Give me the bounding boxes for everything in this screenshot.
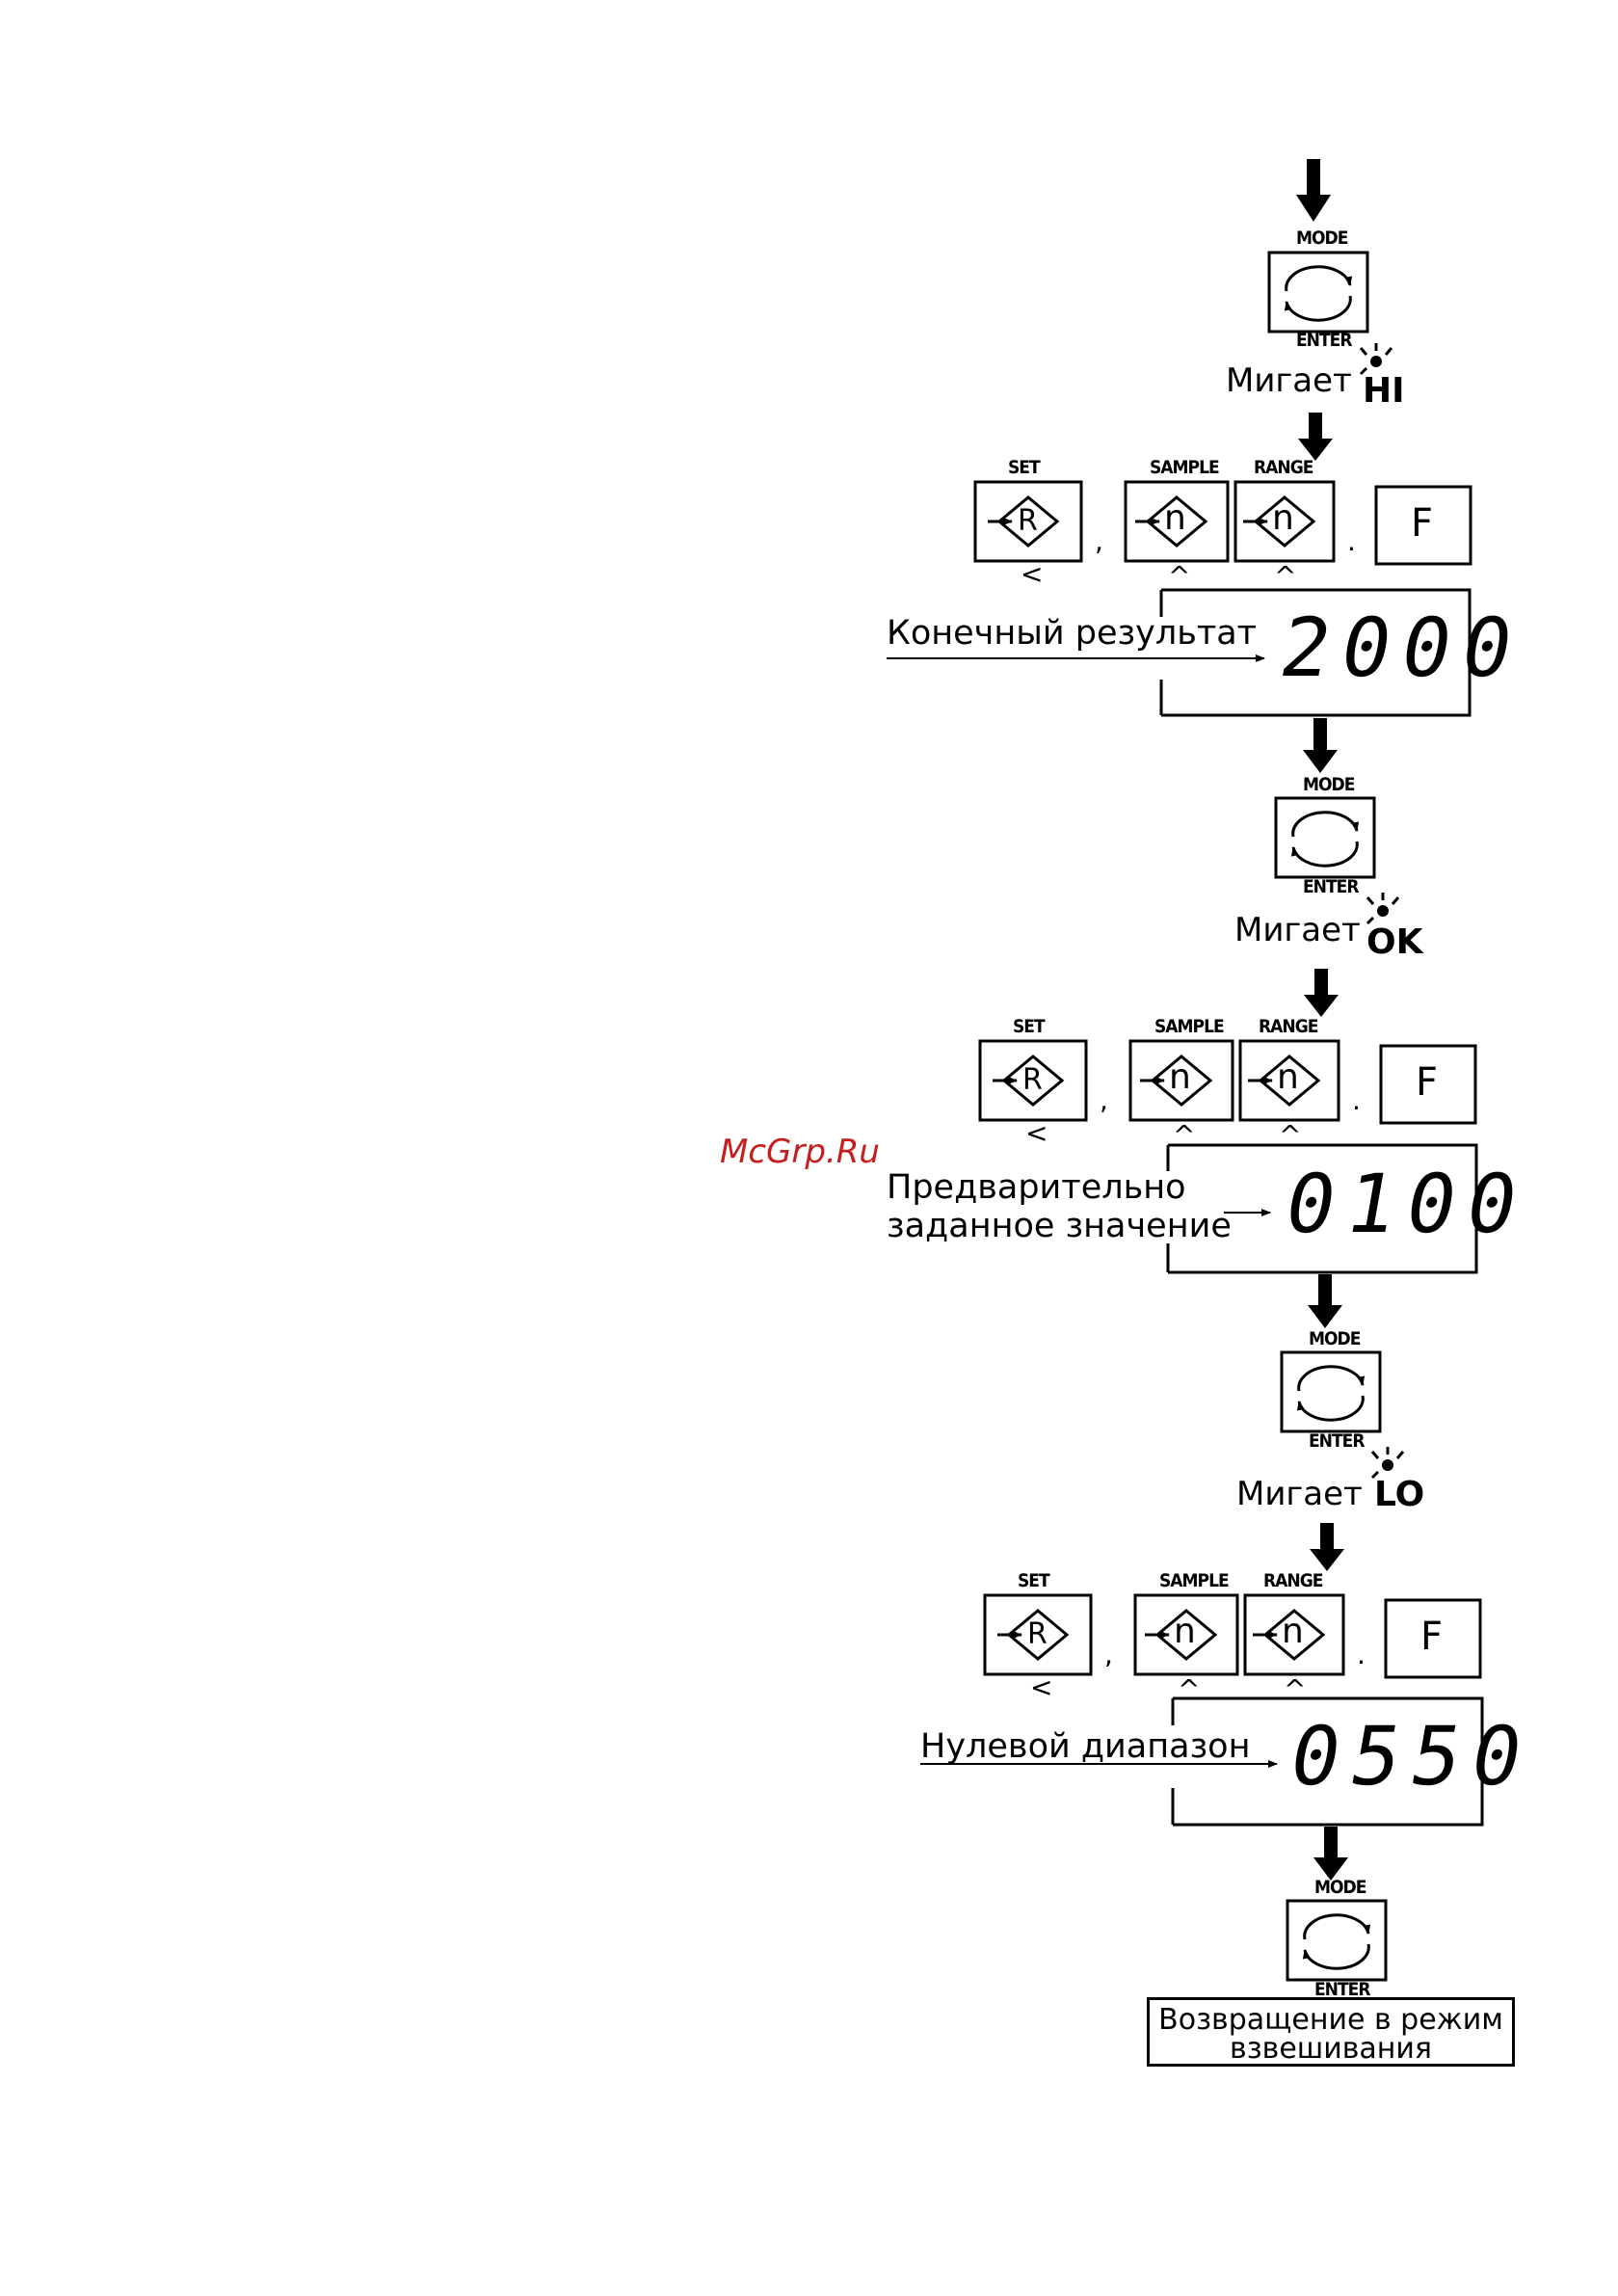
down-arrow	[1308, 1274, 1342, 1328]
preset-value-label-line1: Предварительно	[887, 1168, 1186, 1207]
set-key[interactable]	[978, 1039, 1088, 1122]
r-glyph: R	[1027, 1617, 1048, 1651]
down-arrow	[1298, 413, 1333, 461]
return-line2: взвешивания	[1230, 2032, 1432, 2066]
comma-separator: ,	[1095, 525, 1103, 557]
comma-separator: ,	[1100, 1084, 1108, 1116]
lt-symbol: <	[1021, 558, 1044, 590]
r-glyph: R	[1018, 504, 1038, 538]
down-arrow	[1313, 1827, 1348, 1881]
watermark: McGrp.Ru	[720, 1133, 880, 1171]
f-key[interactable]	[1384, 1598, 1482, 1679]
blink-label: Мигает	[1236, 1475, 1363, 1513]
status-ok: OK	[1366, 922, 1423, 962]
n-glyph: n	[1164, 498, 1186, 538]
display-value: 0550	[1283, 1709, 1541, 1803]
n-glyph: n	[1272, 498, 1294, 538]
lt-symbol: <	[1030, 1671, 1053, 1703]
down-arrow	[1304, 969, 1339, 1017]
display-value: 0100	[1278, 1157, 1536, 1251]
set-key[interactable]	[983, 1593, 1093, 1676]
zero-range-label: Нулевой диапазон	[920, 1727, 1251, 1766]
mode-label: MODE	[1296, 227, 1348, 249]
sample-key[interactable]	[1124, 480, 1230, 563]
blink-indicator-icon	[1359, 343, 1393, 376]
blink-label: Мигает	[1226, 361, 1352, 400]
range-label: RANGE	[1263, 1570, 1323, 1591]
f-key[interactable]	[1374, 485, 1472, 566]
cycle-icon	[1297, 1365, 1366, 1392]
f-key-label: F	[1420, 1615, 1444, 1659]
return-to-weighing-box: Возвращение в режим взвешивания	[1147, 1997, 1515, 2067]
comma-separator: ,	[1104, 1639, 1113, 1670]
mode-enter-key[interactable]	[1267, 251, 1369, 334]
status-lo: LO	[1374, 1475, 1425, 1514]
enter-label: ENTER	[1314, 1979, 1370, 2000]
range-key[interactable]	[1233, 480, 1336, 563]
mode-enter-key[interactable]	[1274, 796, 1376, 879]
down-arrow	[1303, 718, 1338, 773]
blink-label: Мигает	[1234, 911, 1361, 949]
f-key[interactable]	[1379, 1044, 1477, 1125]
sample-label: SAMPLE	[1154, 1016, 1225, 1037]
caret-symbol: ^	[1274, 560, 1297, 592]
mode-enter-key[interactable]	[1280, 1350, 1382, 1433]
caret-symbol: ^	[1279, 1119, 1302, 1151]
f-key-label: F	[1416, 1060, 1439, 1105]
n-glyph: n	[1174, 1612, 1196, 1651]
set-label: SET	[1008, 457, 1041, 478]
cycle-icon	[1285, 265, 1353, 292]
period-separator: .	[1347, 525, 1356, 557]
r-glyph: R	[1022, 1063, 1043, 1097]
preset-value-label-line2: заданное значение	[887, 1207, 1232, 1245]
blink-indicator-icon	[1370, 1447, 1405, 1480]
blink-indicator-icon	[1366, 893, 1400, 925]
set-label: SET	[1018, 1570, 1050, 1591]
display-value: 2000	[1273, 601, 1531, 695]
mode-enter-key[interactable]	[1286, 1899, 1388, 1982]
display-frame	[1159, 588, 1472, 717]
enter-label: ENTER	[1309, 1430, 1365, 1452]
lt-symbol: <	[1025, 1117, 1048, 1149]
mode-label: MODE	[1314, 1877, 1366, 1898]
range-label: RANGE	[1259, 1016, 1318, 1037]
cycle-icon	[1303, 1913, 1371, 1940]
n-glyph: n	[1282, 1612, 1304, 1651]
sample-key[interactable]	[1133, 1593, 1239, 1676]
display-frame	[1166, 1143, 1478, 1274]
n-glyph: n	[1169, 1057, 1191, 1097]
status-hi: HI	[1363, 371, 1405, 411]
down-arrow	[1296, 159, 1331, 222]
caret-symbol: ^	[1284, 1673, 1307, 1705]
caret-symbol: ^	[1173, 1119, 1196, 1151]
n-glyph: n	[1277, 1057, 1299, 1097]
mode-label: MODE	[1309, 1328, 1361, 1349]
period-separator: .	[1352, 1084, 1361, 1116]
range-key[interactable]	[1243, 1593, 1345, 1676]
return-line1: Возвращение в режим	[1158, 2003, 1503, 2037]
final-result-label: Конечный результат	[887, 614, 1258, 653]
display-frame	[1171, 1696, 1484, 1827]
sample-label: SAMPLE	[1150, 457, 1220, 478]
caret-symbol: ^	[1168, 560, 1191, 592]
f-key-label: F	[1411, 501, 1434, 546]
mode-label: MODE	[1303, 774, 1355, 795]
down-arrow	[1310, 1523, 1344, 1571]
enter-label: ENTER	[1296, 330, 1352, 351]
period-separator: .	[1357, 1639, 1366, 1670]
set-key[interactable]	[973, 480, 1083, 563]
set-label: SET	[1013, 1016, 1046, 1037]
cycle-icon	[1291, 811, 1360, 838]
caret-symbol: ^	[1178, 1673, 1201, 1705]
range-label: RANGE	[1254, 457, 1313, 478]
range-key[interactable]	[1238, 1039, 1340, 1122]
enter-label: ENTER	[1303, 876, 1359, 897]
sample-label: SAMPLE	[1159, 1570, 1230, 1591]
sample-key[interactable]	[1128, 1039, 1234, 1122]
